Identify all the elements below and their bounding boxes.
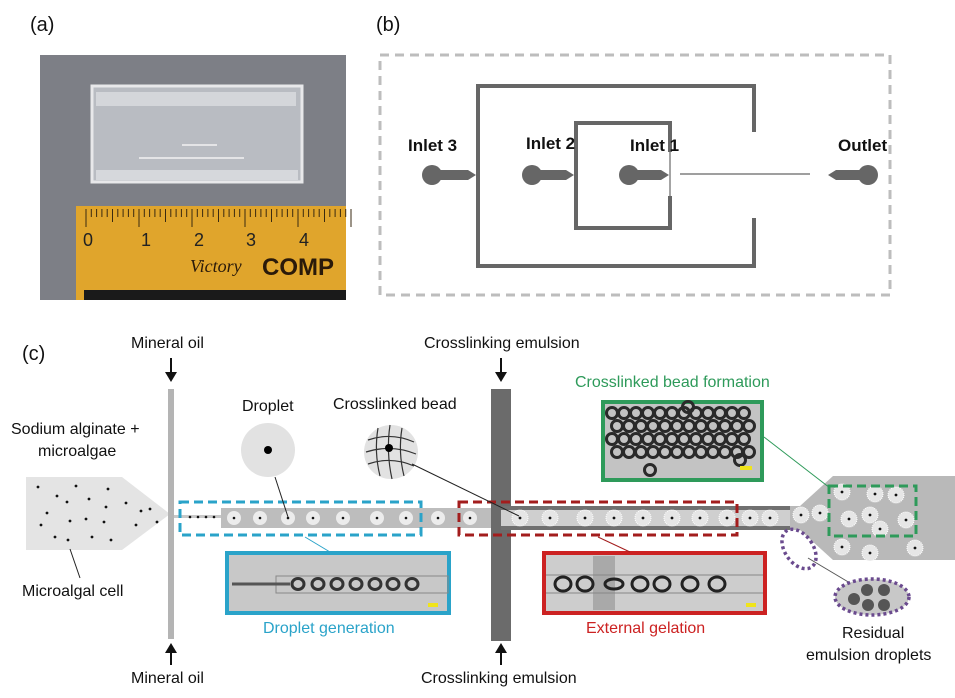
inlet3-label: Inlet 3 <box>408 136 458 155</box>
droplet-generation-label: Droplet generation <box>263 620 395 637</box>
bead-photo-ring <box>733 453 747 467</box>
alginate-inlet-chamber <box>26 477 170 550</box>
microalgal-cell-icon <box>68 519 72 523</box>
droplet-photo-ring <box>290 577 306 591</box>
channel-layout <box>476 84 756 268</box>
gel-photo-ring <box>630 575 650 593</box>
microalgal-cell-icon <box>134 523 138 527</box>
bead-photo-ring <box>737 432 751 446</box>
bead-photo-ring <box>643 463 657 477</box>
residual-label-line2: emulsion droplets <box>806 647 932 664</box>
microalgal-cell-label: Microalgal cell <box>22 583 124 600</box>
bead-formation-region <box>827 484 918 538</box>
microalgal-cell-icon <box>39 523 43 527</box>
microalgal-cell-icon <box>87 497 91 501</box>
gel-photo-ring <box>680 575 700 593</box>
chip-outline <box>378 53 892 297</box>
external-gelation-region <box>457 500 739 537</box>
droplet-label: Droplet <box>242 398 294 415</box>
residual-droplets-icon <box>833 577 911 617</box>
arrow-up-icon <box>495 643 507 653</box>
arrow-down-icon <box>165 372 177 382</box>
arrow-up-icon <box>165 643 177 653</box>
microalgal-cell-icon <box>109 538 113 542</box>
crosslinked-bead-label: Crosslinked bead <box>333 396 457 413</box>
microalgal-cell-icon <box>106 487 110 491</box>
microalgal-cell-icon <box>55 494 59 498</box>
microalgal-cell-icon <box>66 538 70 542</box>
droplet-photo-ring <box>329 577 345 591</box>
gel-photo-ring <box>652 575 672 593</box>
ruler-number-1: 1 <box>141 230 152 250</box>
panel-label-a: (a) <box>30 14 55 36</box>
chip-photo <box>40 55 346 300</box>
microalgal-cell-icon <box>104 505 108 509</box>
residual-label-line1: Residual <box>842 625 905 642</box>
microalgal-cell-icon <box>65 500 69 504</box>
microalgal-cell-icon <box>90 535 94 539</box>
bead-photo-ring <box>742 445 756 459</box>
droplet-generation-region <box>178 500 423 537</box>
sodium-alginate-label-line2: microalgae <box>38 443 117 460</box>
microalgal-cell-icon <box>148 507 152 511</box>
gel-photo-ring <box>603 577 625 591</box>
residual-region <box>780 527 818 571</box>
ruler-brand: Victory <box>190 256 242 276</box>
microalgal-cell-icon <box>74 484 78 488</box>
port-icons <box>422 165 878 185</box>
ruler <box>76 206 352 300</box>
bead-formation-inset <box>601 400 764 482</box>
crosslinking-top-label: Crosslinking emulsion <box>424 335 580 352</box>
arrow-down-icon <box>495 372 507 382</box>
droplet-photo-ring <box>348 577 364 591</box>
droplet-photo-ring <box>385 577 401 591</box>
crosslinked-bead-icon <box>364 424 418 480</box>
inlet1-label: Inlet 1 <box>630 136 680 155</box>
bead-photo-ring <box>742 419 756 433</box>
bead-photo-ring <box>737 406 751 420</box>
droplet-photo-ring <box>310 577 326 591</box>
ruler-number-3: 3 <box>246 230 257 250</box>
gel-photo-ring <box>553 575 573 593</box>
ruler-number-4: 4 <box>299 230 310 250</box>
sodium-alginate-label-line1: Sodium alginate + <box>11 421 140 438</box>
mineral-oil-channel <box>168 389 174 639</box>
microalgal-cell-icon <box>155 520 159 524</box>
microalgal-cell-icon <box>84 517 88 521</box>
panel-label-c: (c) <box>22 343 46 365</box>
inlet2-label: Inlet 2 <box>526 134 576 153</box>
ruler-number-2: 2 <box>194 230 205 250</box>
droplet-photo-ring <box>404 577 420 591</box>
microalgal-cell-icon <box>124 501 128 505</box>
microalgal-cell-icon <box>36 485 40 489</box>
pinch-dots <box>188 515 216 519</box>
panel-label-b: (b) <box>376 14 401 36</box>
crosslinking-bottom-label: Crosslinking emulsion <box>421 670 577 687</box>
flow-arrows <box>165 358 507 665</box>
bead-photo-ring <box>681 400 695 414</box>
microalgal-cell-icon <box>45 511 49 515</box>
microalgal-cell-icon <box>53 535 57 539</box>
microalgal-cell-icon <box>102 520 106 524</box>
microalgal-cell-icon <box>139 509 143 513</box>
bead-formation-label: Crosslinked bead formation <box>575 374 770 391</box>
outlet-channel <box>669 152 810 196</box>
cell-pointer-line <box>69 548 81 579</box>
external-gelation-inset <box>542 551 767 615</box>
gel-photo-ring <box>707 575 727 593</box>
mineral-oil-bottom-label: Mineral oil <box>131 670 204 687</box>
outlet-label: Outlet <box>838 136 888 155</box>
gel-photo-ring <box>575 575 595 593</box>
ruler-number-0: 0 <box>83 230 94 250</box>
droplet-photo-ring <box>367 577 383 591</box>
ruler-text: COMP <box>262 254 334 281</box>
droplet-generation-inset <box>225 551 451 615</box>
external-gelation-label: External gelation <box>586 620 706 637</box>
mineral-oil-top-label: Mineral oil <box>131 335 204 352</box>
